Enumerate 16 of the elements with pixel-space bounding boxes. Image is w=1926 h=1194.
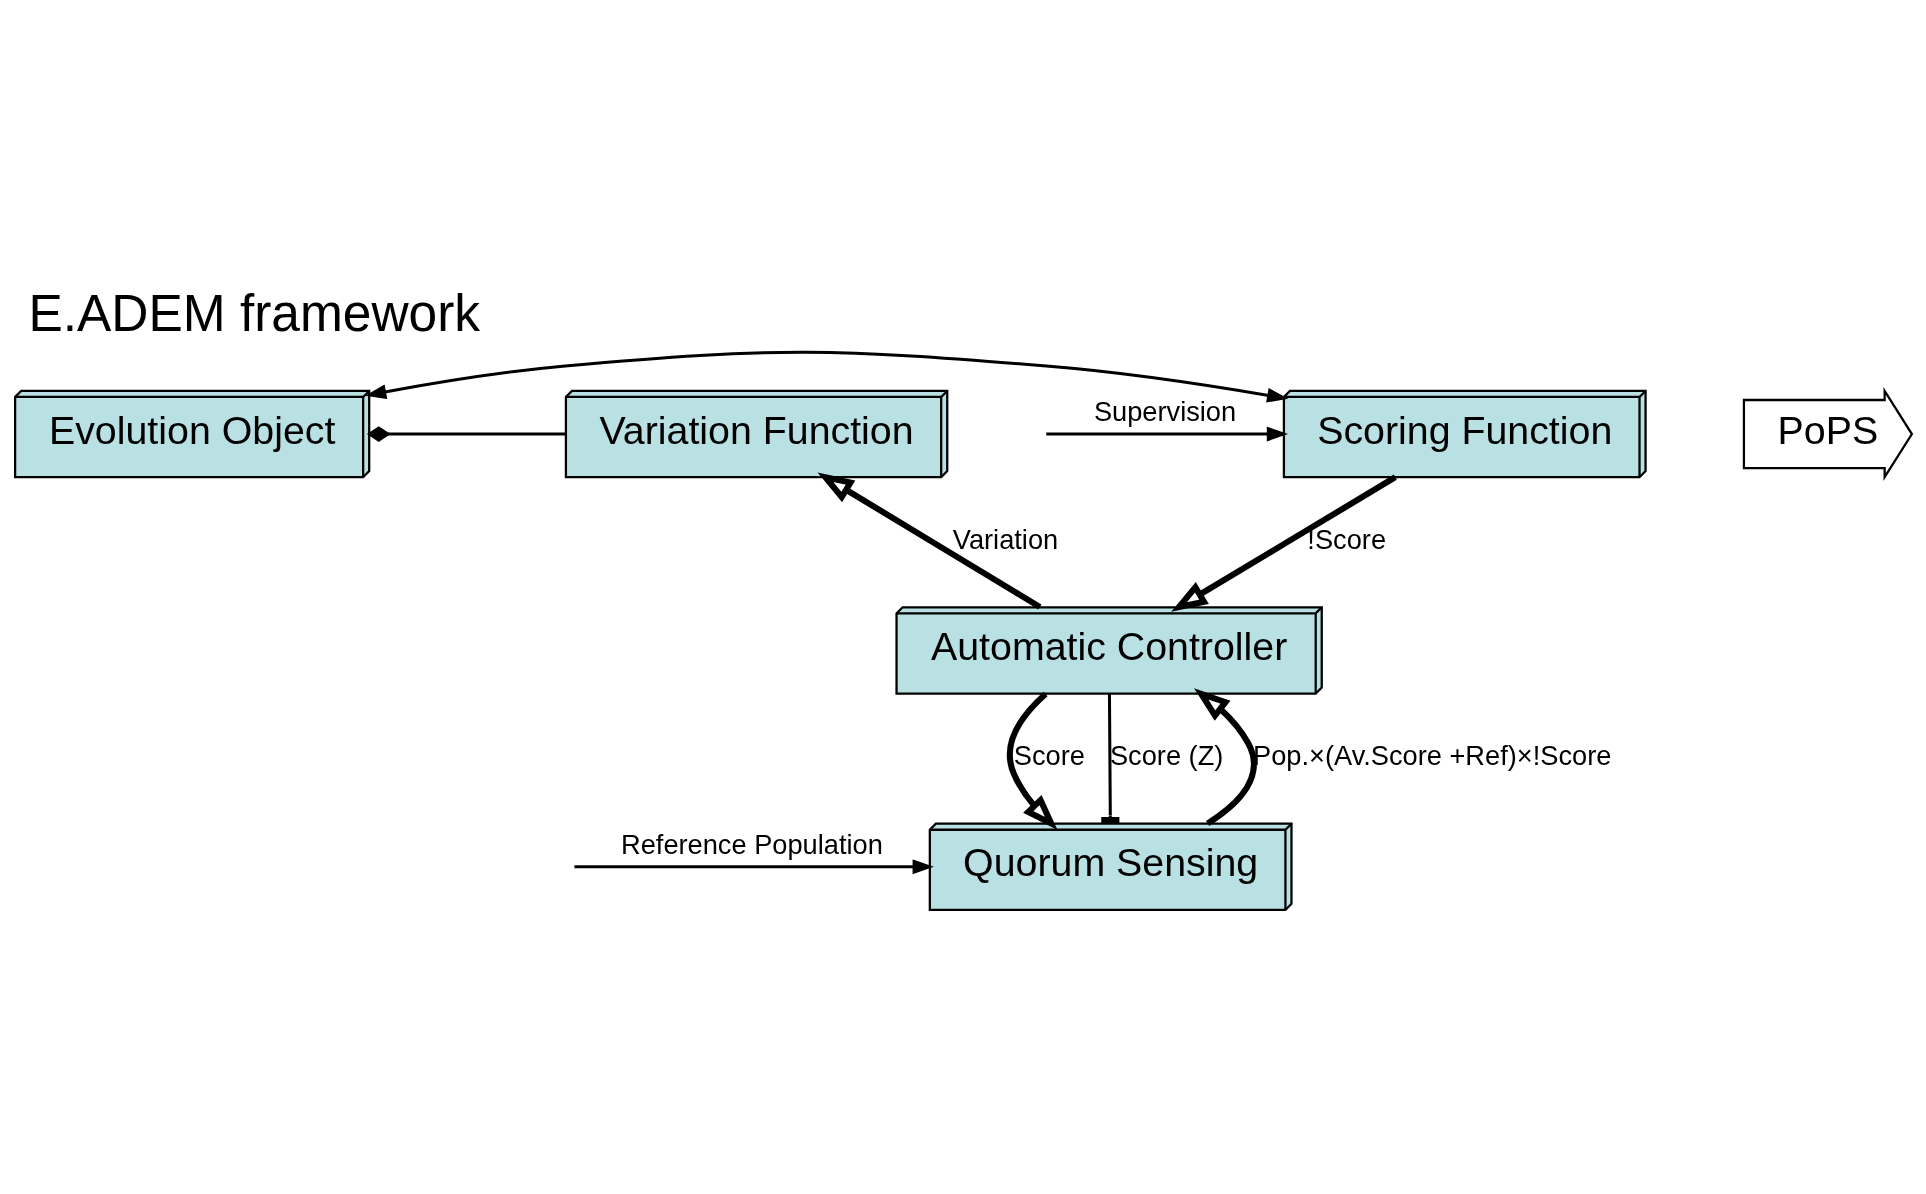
arrow — [1170, 474, 1397, 612]
edge-label: Reference Population — [620, 828, 883, 860]
arrow — [1006, 691, 1058, 830]
arrow — [817, 472, 1041, 610]
arrow — [573, 859, 934, 875]
connector — [366, 426, 565, 442]
diagram-title: E.ADEM framework — [27, 284, 480, 343]
edge-label: Supervision — [1093, 396, 1236, 428]
edge-label: !Score — [1306, 523, 1386, 555]
edge-label: Pop.×(Av.Score +Ref)×!Score — [1252, 740, 1611, 772]
arrow — [1045, 426, 1288, 442]
arrow — [1193, 688, 1257, 826]
edge-label: Score (Z) — [1109, 740, 1223, 772]
edge-label: Variation — [952, 523, 1058, 555]
edge-label: Score — [1013, 740, 1085, 772]
arrow — [364, 350, 1288, 403]
